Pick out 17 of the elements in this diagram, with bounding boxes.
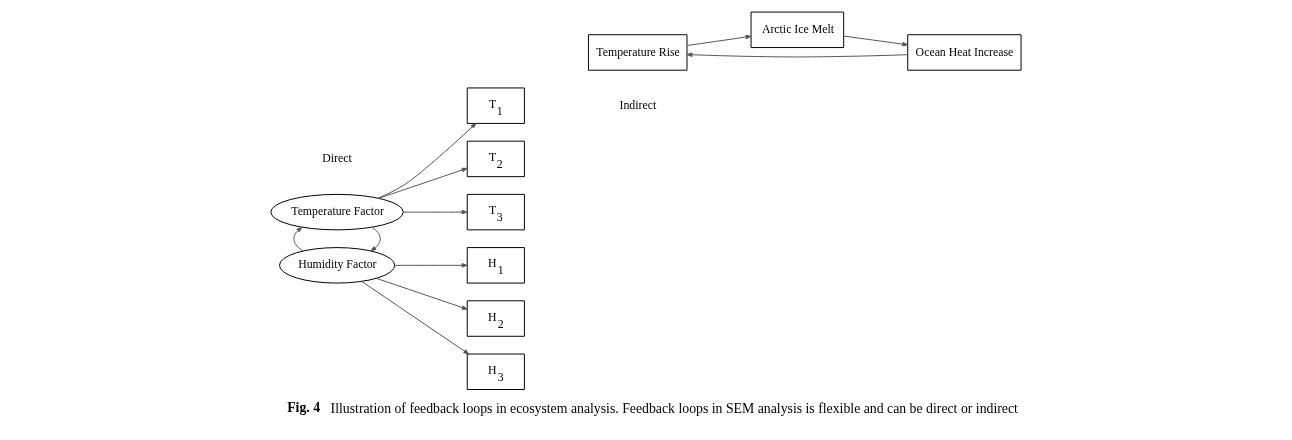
label: Indirect: [619, 97, 657, 112]
arrow: [377, 123, 477, 199]
node-box: Arctic Ice Melt: [750, 11, 845, 49]
caption: Fig. 4 Illustration of feedback loops in ecosystem analysis. Feedback loops in SEM analysis is flexible and can be direct or indirect: [287, 399, 1018, 416]
arrow: [686, 34, 752, 46]
arrow: [375, 277, 468, 310]
arrow: [293, 226, 304, 252]
arrow: [370, 226, 381, 252]
node-box: Ocean Heat Increase: [907, 34, 1022, 71]
arrow: [843, 35, 909, 47]
arrow: [361, 281, 470, 355]
arrow: [686, 52, 909, 58]
node-box: Temperature Rise: [587, 34, 688, 71]
arrow: [394, 263, 468, 268]
arrow: [403, 209, 468, 215]
arrow: [378, 167, 468, 199]
label: Direct: [322, 150, 352, 165]
